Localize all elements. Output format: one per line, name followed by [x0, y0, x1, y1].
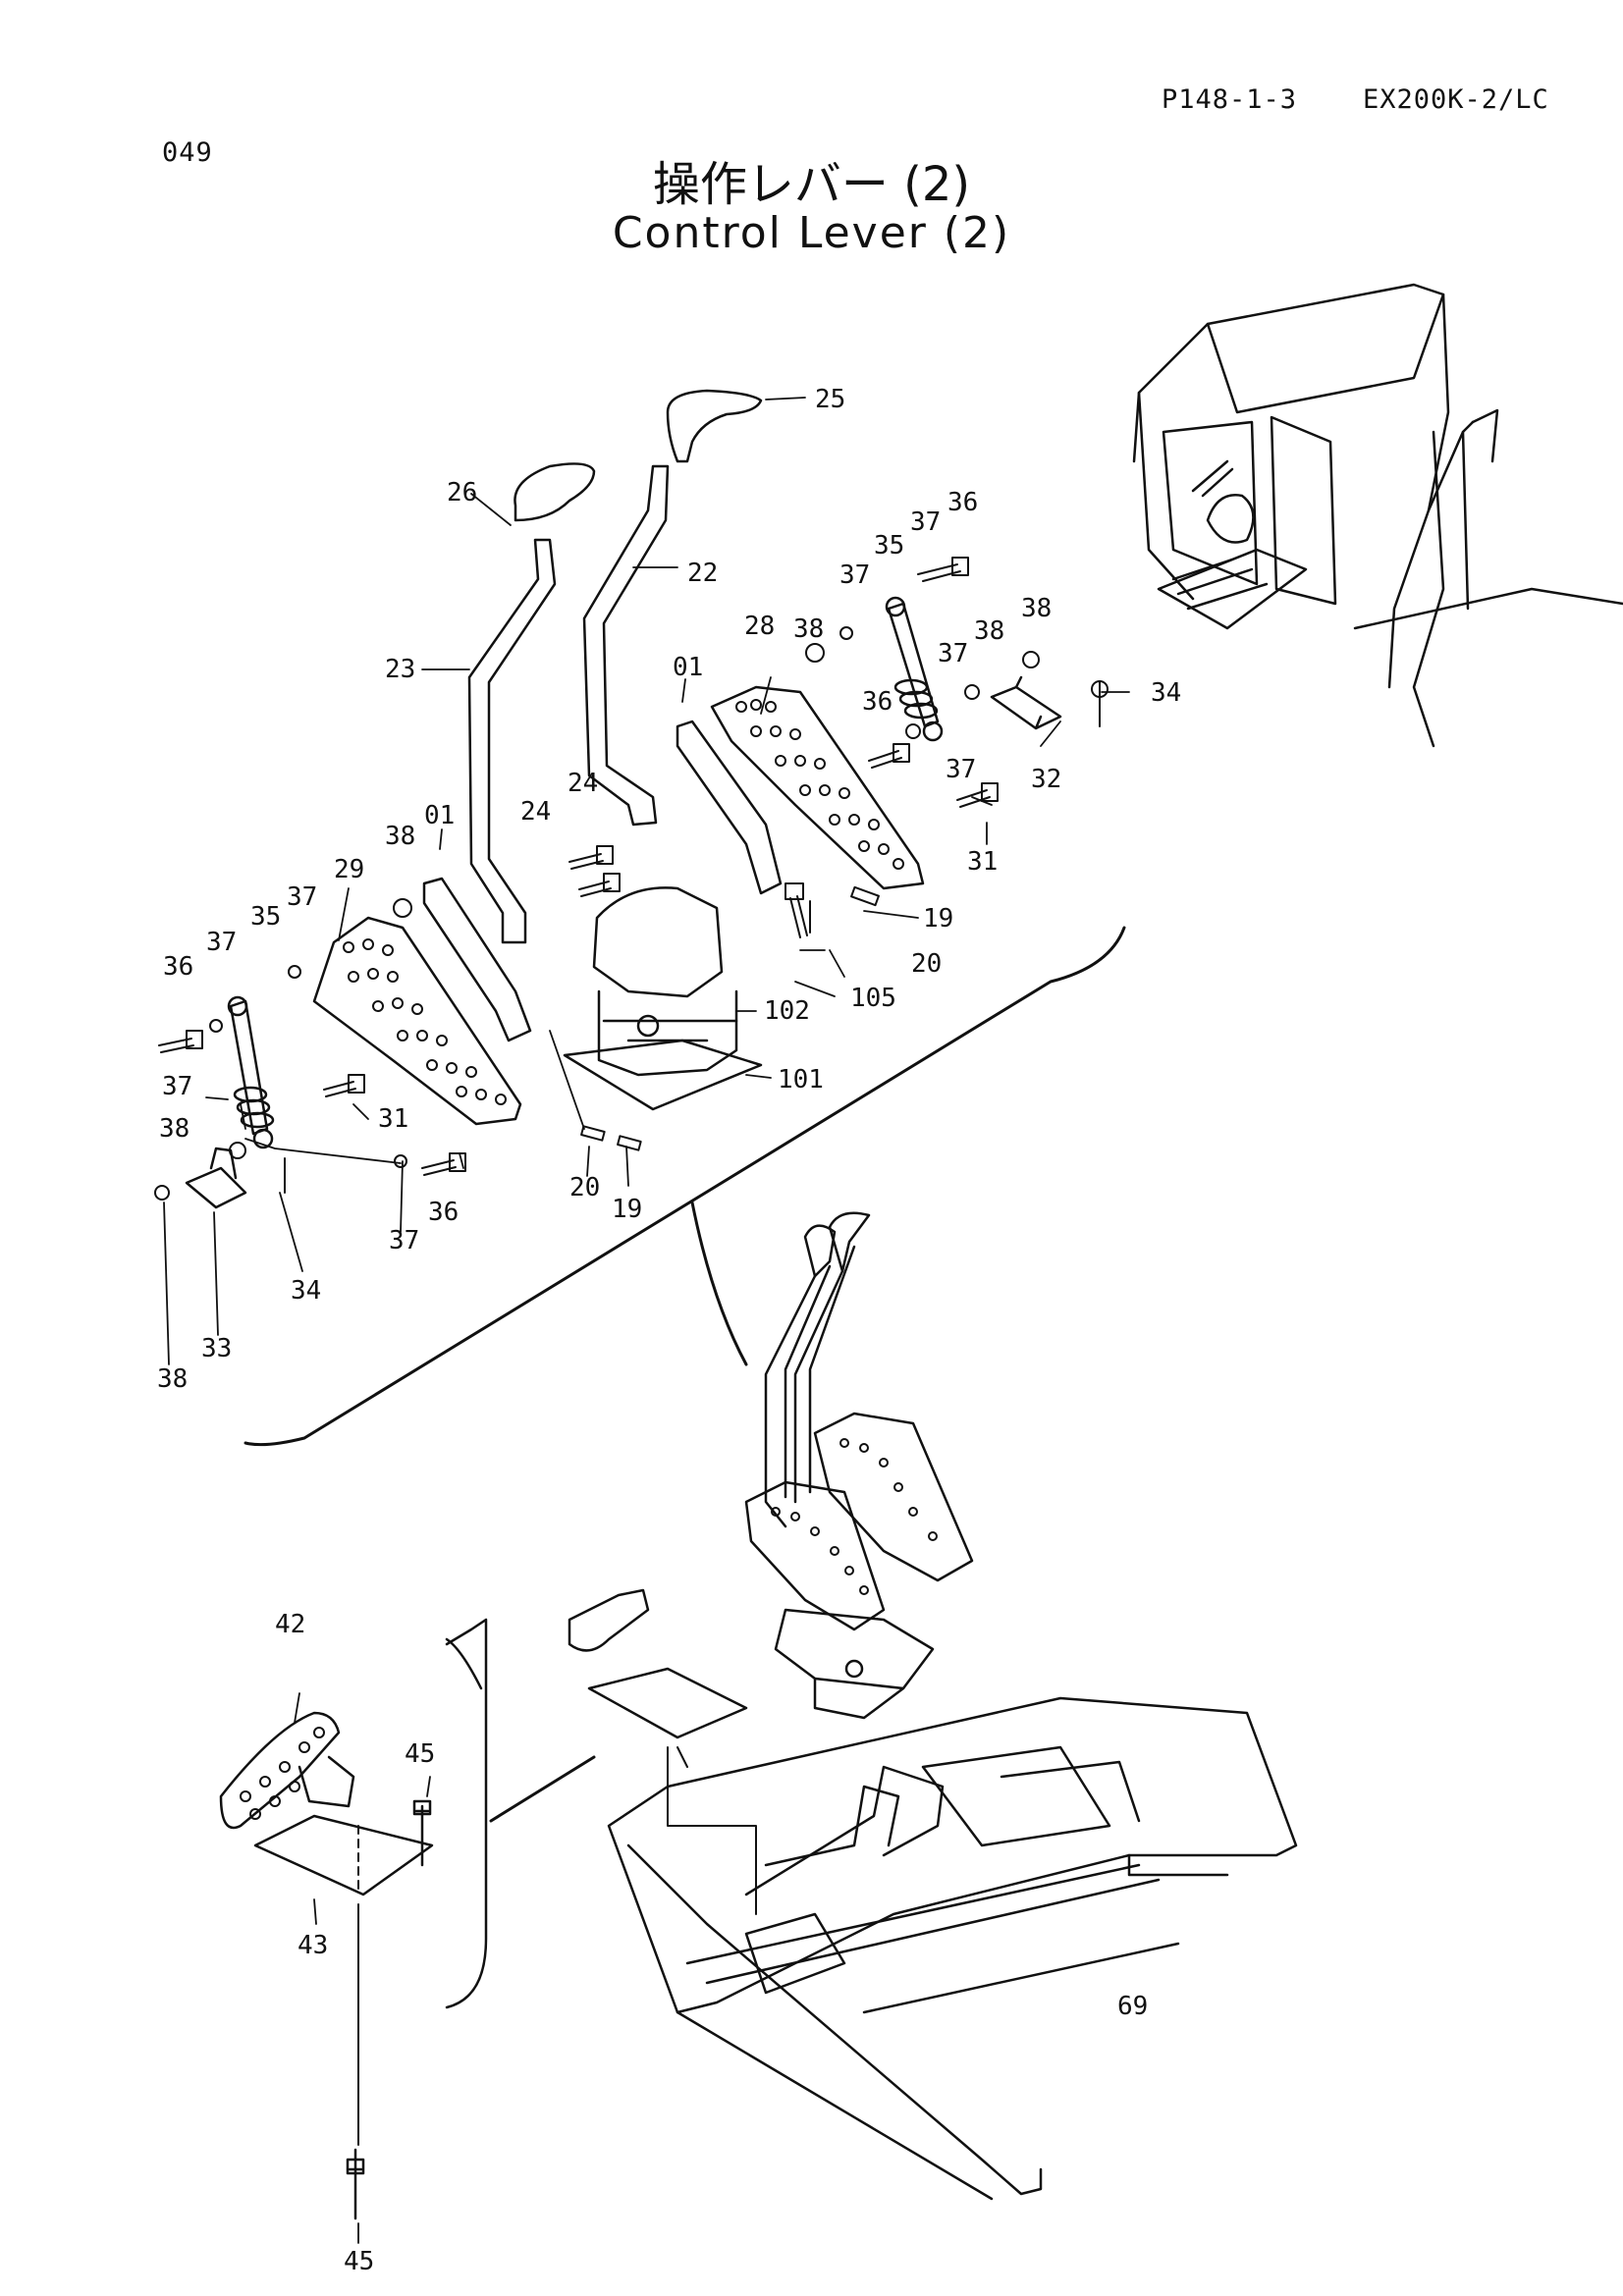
callout-45b: 45	[344, 2247, 374, 2276]
callout-37g: 37	[162, 1072, 192, 1101]
callout-23: 23	[385, 655, 415, 684]
damper-35-right	[887, 602, 940, 728]
lever-rod-22	[582, 464, 670, 827]
callout-38a: 38	[793, 614, 824, 644]
callout-19a: 19	[923, 904, 953, 934]
pedal-detail-view	[219, 1588, 757, 2244]
callout-24b: 24	[520, 797, 551, 827]
callout-105: 105	[850, 984, 896, 1013]
control-lever-assembly	[154, 389, 1130, 1447]
callout-32: 32	[1031, 765, 1061, 794]
link-01-left	[422, 877, 532, 1042]
callout-29: 29	[334, 855, 364, 884]
callout-101: 101	[778, 1065, 824, 1095]
assembled-view	[744, 1211, 974, 1720]
callout-33: 33	[201, 1334, 232, 1363]
callout-38f: 38	[157, 1364, 188, 1394]
bolt-45-upper	[412, 1799, 432, 1867]
callout-38d: 38	[385, 822, 415, 851]
figure-number: 049	[162, 137, 213, 168]
callout-34a: 34	[1151, 678, 1181, 708]
callout-22: 22	[687, 559, 718, 588]
callout-43: 43	[298, 1931, 328, 1960]
callout-24a: 24	[568, 769, 598, 798]
callout-38e: 38	[159, 1114, 189, 1144]
callout-37c: 37	[938, 639, 968, 668]
link-01-right	[676, 720, 783, 895]
model-code: EX200K-2/LC	[1363, 84, 1549, 115]
callout-36a: 36	[947, 488, 978, 517]
callout-38b: 38	[974, 616, 1004, 646]
pedal-29	[312, 916, 522, 1126]
callout-20b: 20	[569, 1173, 600, 1202]
bracket-33	[185, 1147, 247, 1209]
callout-102: 102	[764, 996, 810, 1026]
callout-38c: 38	[1021, 594, 1052, 623]
grip-26	[514, 462, 596, 522]
bracket-32	[990, 675, 1062, 730]
title-japanese: 操作レバー (2)	[652, 157, 971, 212]
callout-37d: 37	[946, 755, 976, 784]
callout-37f: 37	[206, 928, 237, 957]
callout-19b: 19	[612, 1195, 642, 1224]
callout-31b: 31	[378, 1104, 408, 1134]
page-code: P148-1-3	[1162, 84, 1298, 115]
callout-37e: 37	[287, 882, 317, 912]
callout-35b: 35	[250, 902, 281, 932]
callout-36c: 36	[163, 952, 193, 982]
callout-28: 28	[744, 612, 775, 641]
callout-01a: 01	[673, 653, 703, 682]
title-english: Control Lever (2)	[612, 208, 1011, 258]
damper-35-left	[229, 999, 269, 1136]
callout-35a: 35	[874, 531, 904, 561]
callout-37h: 37	[389, 1226, 419, 1255]
part-callouts: 26 25 22 23 38 37 35 37 36 28 01 36 37 3…	[157, 385, 1181, 2276]
callout-25: 25	[815, 385, 845, 414]
callout-20a: 20	[911, 949, 942, 979]
callout-37a: 37	[839, 561, 870, 590]
callout-69: 69	[1117, 1992, 1148, 2021]
floor-plate-69	[607, 1696, 1298, 2201]
base-plate-101	[563, 1039, 763, 1111]
grip-25	[666, 389, 763, 463]
bolt-45-lower	[346, 2148, 365, 2220]
cab-illustration	[1132, 283, 1623, 748]
pedal-28	[710, 685, 925, 890]
lever-rod-23	[467, 538, 557, 944]
callout-01b: 01	[424, 801, 455, 830]
callout-31a: 31	[967, 847, 998, 877]
callout-36b: 36	[862, 687, 893, 717]
callout-36d: 36	[428, 1198, 459, 1227]
pilot-valve-102	[592, 886, 724, 998]
callout-42: 42	[275, 1610, 305, 1639]
callout-37b: 37	[910, 507, 941, 537]
callout-34b: 34	[291, 1276, 321, 1306]
callout-45a: 45	[405, 1739, 435, 1769]
callout-26: 26	[447, 478, 477, 507]
